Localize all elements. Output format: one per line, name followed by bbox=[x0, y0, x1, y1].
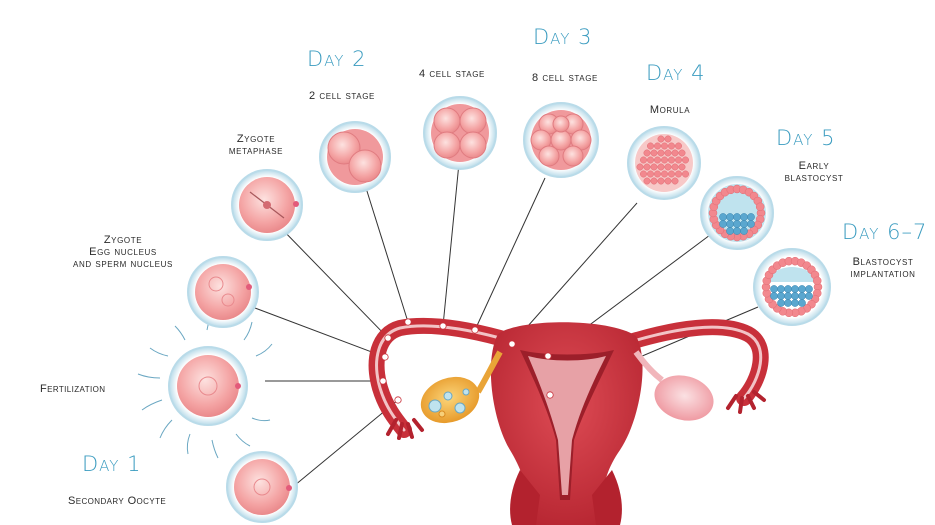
two-cell-stage bbox=[319, 121, 391, 193]
blastocyst-implantation-cell bbox=[753, 248, 831, 326]
zygote-nuclei-cell bbox=[187, 256, 259, 328]
day-5-label: Day 5 bbox=[776, 126, 836, 150]
early-blastocyst-line1: Early bbox=[798, 160, 830, 172]
blastocyst-implantation-label: Blastocyst implantation bbox=[833, 256, 933, 280]
zygote-nuclei-line3: and sperm nucleus bbox=[73, 258, 173, 270]
early-blastocyst-label: Early blastocyst bbox=[764, 160, 864, 184]
secondary-oocyte-label: Secondary Oocyte bbox=[68, 495, 167, 507]
fertilization-cell bbox=[137, 303, 273, 459]
early-blastocyst-line2: blastocyst bbox=[784, 172, 844, 184]
fertilization-label: Fertilization bbox=[40, 383, 106, 395]
early-blastocyst-cell bbox=[700, 176, 774, 250]
zygote-nuclei-line1: Zygote bbox=[103, 234, 143, 246]
zygote-metaphase-line2: metaphase bbox=[228, 145, 284, 157]
day-3-label: Day 3 bbox=[533, 25, 593, 49]
four-cell-stage bbox=[423, 96, 497, 170]
day-6-7-label: Day 6–7 bbox=[842, 220, 928, 244]
morula-label: Morula bbox=[649, 104, 691, 116]
zygote-metaphase-cell bbox=[231, 169, 303, 241]
day-4-label: Day 4 bbox=[646, 61, 706, 85]
blastocyst-implantation-line2: implantation bbox=[850, 268, 916, 280]
two-cell-label: 2 cell stage bbox=[309, 90, 375, 102]
zygote-metaphase-label: Zygote metaphase bbox=[206, 133, 306, 157]
day-2-label: Day 2 bbox=[307, 47, 367, 71]
day-1-label: Day 1 bbox=[82, 452, 142, 476]
secondary-oocyte-cell bbox=[226, 451, 298, 523]
blastocyst-implantation-line1: Blastocyst bbox=[852, 256, 914, 268]
zygote-metaphase-line1: Zygote bbox=[236, 133, 276, 145]
uterus-illustration bbox=[368, 317, 769, 525]
eight-cell-stage bbox=[523, 102, 599, 178]
morula-cell bbox=[627, 126, 701, 200]
eight-cell-label: 8 cell stage bbox=[532, 72, 598, 84]
zygote-nuclei-label: Zygote Egg nucleus and sperm nucleus bbox=[58, 234, 188, 270]
zygote-nuclei-line2: Egg nucleus bbox=[89, 246, 157, 258]
four-cell-label: 4 cell stage bbox=[419, 68, 485, 80]
